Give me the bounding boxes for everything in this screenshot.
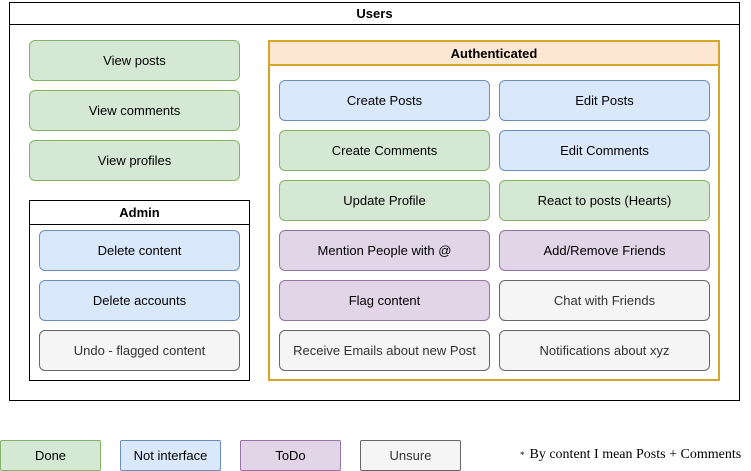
node-create-comments[interactable]: Create Comments (279, 130, 490, 171)
node-update-profile[interactable]: Update Profile (279, 180, 490, 221)
node-mention-people[interactable]: Mention People with @ (279, 230, 490, 271)
footnote-text: By content I mean Posts + Comments (529, 447, 742, 462)
node-view-profiles[interactable]: View profiles (29, 140, 240, 181)
authenticated-title: Authenticated (270, 42, 718, 66)
legend-unsure: Unsure (360, 440, 461, 471)
node-view-posts[interactable]: View posts (29, 40, 240, 81)
node-flag-content[interactable]: Flag content (279, 280, 490, 321)
legend-todo: ToDo (240, 440, 341, 471)
node-react-to-posts[interactable]: React to posts (Hearts) (499, 180, 710, 221)
legend-not-interface: Not interface (120, 440, 221, 471)
node-delete-accounts[interactable]: Delete accounts (39, 280, 240, 321)
footnote: * By content I mean Posts + Comments (520, 446, 748, 464)
node-edit-comments[interactable]: Edit Comments (499, 130, 710, 171)
node-receive-emails[interactable]: Receive Emails about new Post (279, 330, 490, 371)
node-edit-posts[interactable]: Edit Posts (499, 80, 710, 121)
users-title: Users (10, 3, 739, 25)
node-notifications[interactable]: Notifications about xyz (499, 330, 710, 371)
footnote-marker: * (520, 450, 525, 460)
admin-title: Admin (30, 201, 249, 225)
node-view-comments[interactable]: View comments (29, 90, 240, 131)
node-chat-with-friends[interactable]: Chat with Friends (499, 280, 710, 321)
node-create-posts[interactable]: Create Posts (279, 80, 490, 121)
legend-done: Done (0, 440, 101, 471)
node-undo-flagged-content[interactable]: Undo - flagged content (39, 330, 240, 371)
node-add-remove-friends[interactable]: Add/Remove Friends (499, 230, 710, 271)
node-delete-content[interactable]: Delete content (39, 230, 240, 271)
